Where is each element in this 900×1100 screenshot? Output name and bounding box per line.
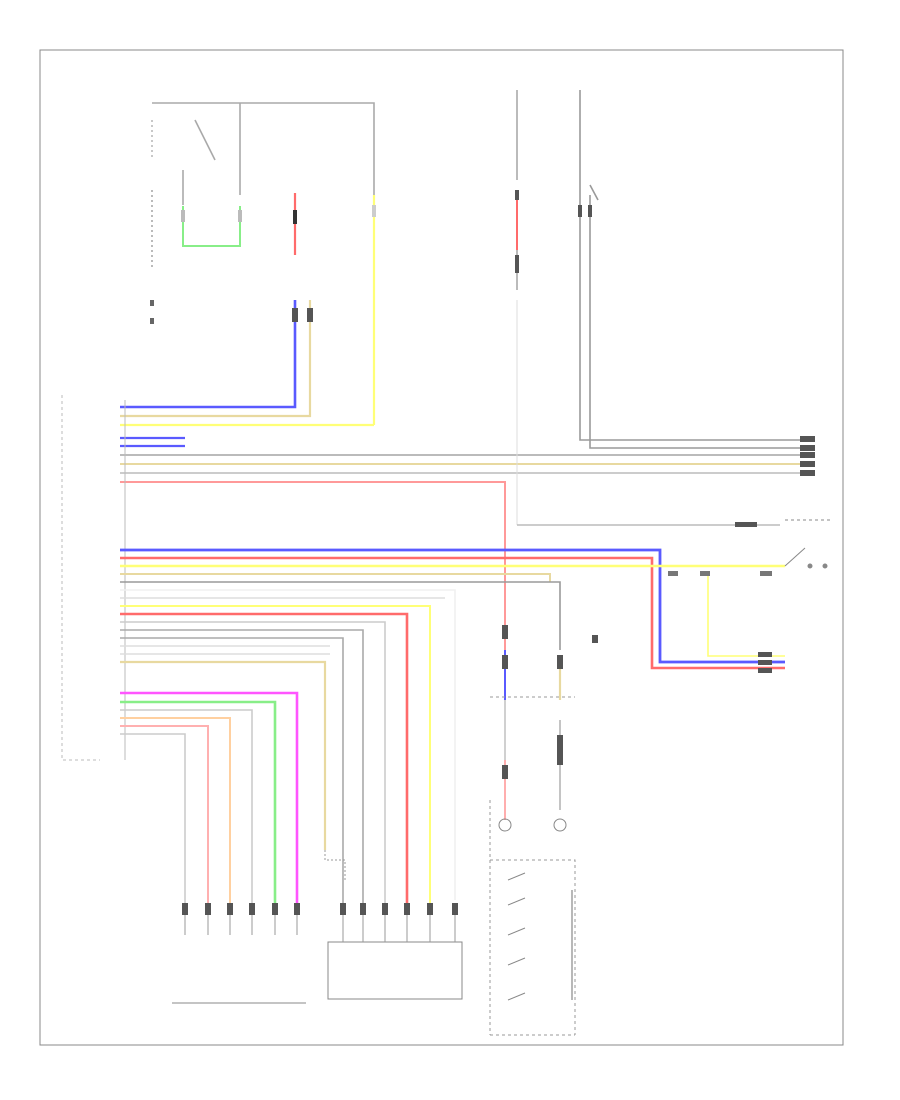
center-vertical-assembly <box>489 625 598 1036</box>
lower-left-wires <box>120 691 299 905</box>
lower-left-connector <box>172 903 306 1004</box>
right-terminal-block <box>800 436 815 476</box>
ecm-connector-strip <box>61 395 126 761</box>
top-right-feed-group <box>515 90 815 525</box>
top-left-switch-group <box>150 102 376 425</box>
middle-wire-bundle <box>120 548 785 905</box>
park-neutral-sensor-box <box>324 850 463 1000</box>
ground-terminal <box>735 522 757 527</box>
diagram-frame <box>39 49 844 1046</box>
neutral-start-switch <box>784 519 830 569</box>
upper-ecm-wires <box>120 300 815 650</box>
